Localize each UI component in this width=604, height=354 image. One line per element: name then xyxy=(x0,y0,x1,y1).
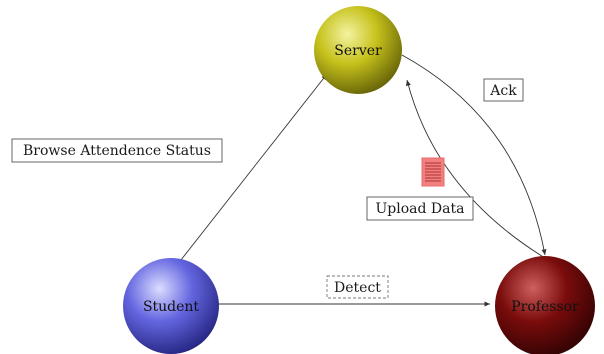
browse-label-box: Browse Attendence Status xyxy=(11,138,223,163)
node-student: Student xyxy=(123,258,219,354)
detect-label: Detect xyxy=(334,280,381,296)
node-server: Server xyxy=(314,6,402,94)
upload-label-box: Upload Data xyxy=(366,196,474,221)
ack-label-box: Ack xyxy=(483,78,524,102)
edge-server-to-professor-ack xyxy=(401,54,547,256)
upload-label: Upload Data xyxy=(376,201,465,217)
node-professor: Professor xyxy=(495,256,595,354)
server-label: Server xyxy=(334,43,382,59)
professor-label: Professor xyxy=(511,299,579,315)
browse-label: Browse Attendence Status xyxy=(23,143,211,159)
edge-student-to-server xyxy=(176,73,328,266)
edge-professor-to-server-upload xyxy=(405,79,546,259)
detect-label-box: Detect xyxy=(326,275,389,299)
ack-label: Ack xyxy=(489,83,517,99)
document-icon xyxy=(421,157,445,187)
student-label: Student xyxy=(143,299,199,315)
